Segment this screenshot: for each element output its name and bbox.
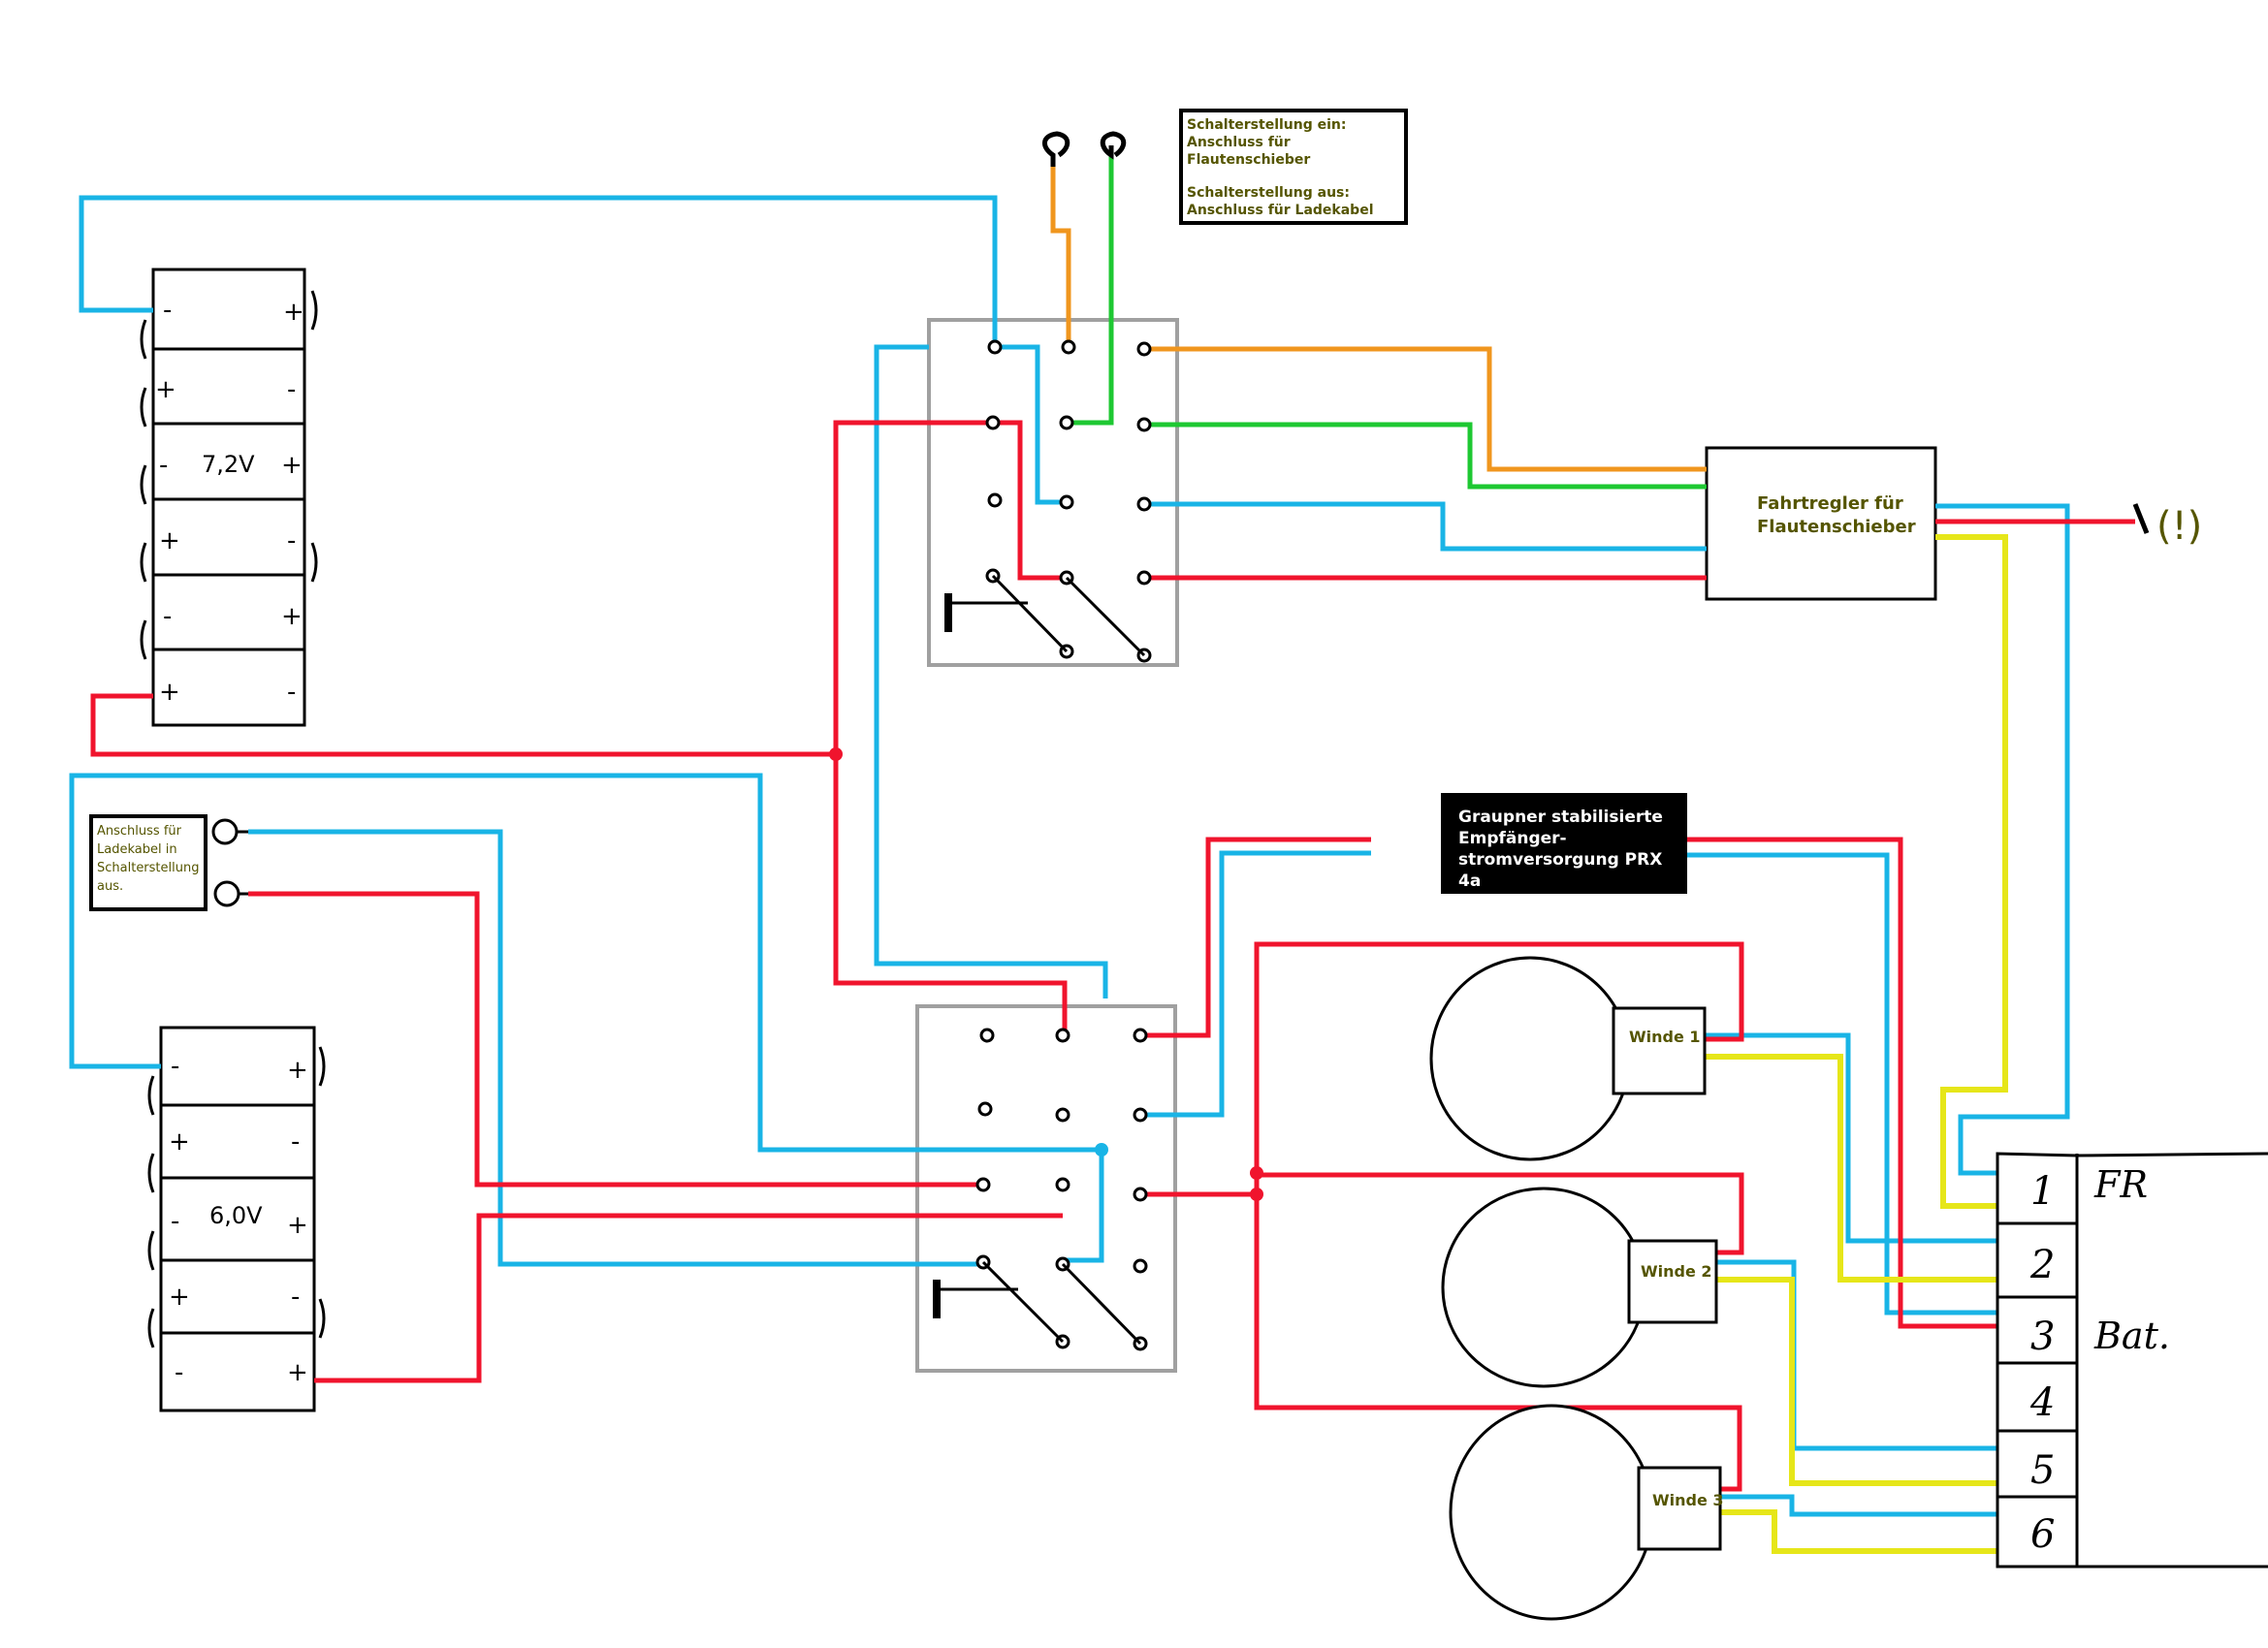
svg-text:+: + <box>169 1283 190 1312</box>
main-switch-top <box>927 318 1179 667</box>
svg-text:+: + <box>281 602 303 631</box>
battery-7v2-polarity: - + + - - + + - - + + - <box>155 296 304 707</box>
receiver-channel-1: 1 <box>2030 1169 2056 1214</box>
svg-text:-: - <box>291 1283 300 1312</box>
charge-note-line4: aus. <box>97 879 124 894</box>
switch-top-lever <box>944 574 1146 657</box>
svg-text:-: - <box>171 1052 179 1081</box>
wires-orange <box>1050 167 1707 472</box>
svg-text:+: + <box>283 298 304 327</box>
wires-yellow <box>1703 534 2008 1554</box>
svg-text:+: + <box>159 678 180 707</box>
battery-pack-6v0 <box>147 1026 326 1412</box>
svg-text:-: - <box>163 602 172 631</box>
svg-text:-: - <box>171 1207 179 1236</box>
esc-label-line1: Fahrtregler für <box>1757 493 1903 514</box>
power-supply-line3: stromversorgung PRX 4a <box>1458 850 1663 891</box>
receiver-channel-5: 5 <box>2030 1448 2056 1493</box>
esc-box <box>1705 446 1937 601</box>
winch-1 <box>1429 956 1707 1161</box>
note-on-text: Anschluss für Flautenschieber <box>1187 135 1311 168</box>
receiver-channel-2: 2 <box>2030 1243 2056 1287</box>
power-supply-line1: Graupner stabilisierte <box>1458 808 1663 827</box>
winch-2 <box>1441 1187 1718 1388</box>
note-off-title: Schalterstellung aus: <box>1187 185 1350 201</box>
receiver-channel-4: 4 <box>2030 1380 2056 1425</box>
esc-label-line2: Flautenschieber <box>1757 517 1916 537</box>
winch-2-label: Winde 2 <box>1641 1262 1712 1281</box>
svg-text:-: - <box>163 296 172 325</box>
charge-note: Anschluss für Ladekabel in Schalterstell… <box>89 814 208 911</box>
wires-red <box>90 420 2135 1492</box>
svg-text:-: - <box>287 526 296 555</box>
main-switch-bottom <box>915 1004 1177 1373</box>
note-on-title: Schalterstellung ein: <box>1187 117 1347 133</box>
battery-6v0-polarity: - + + - - + + - - + <box>169 1052 308 1387</box>
receiver-label-bat: Bat. <box>2094 1315 2170 1357</box>
battery-pack-7v2 <box>140 268 318 727</box>
switch-top-terminals <box>985 339 1152 663</box>
power-supply-box: Graupner stabilisierte Empfänger- stromv… <box>1441 793 1687 894</box>
svg-text:+: + <box>287 1358 308 1387</box>
battery-7v2-label: 7,2V <box>202 451 255 478</box>
svg-text:+: + <box>169 1127 190 1157</box>
junction-dots <box>829 747 1263 1201</box>
receiver-channel-3: 3 <box>2030 1315 2056 1359</box>
svg-text:-: - <box>159 451 168 480</box>
battery-pack-6v0-body <box>159 1026 316 1412</box>
switch-bottom-lever <box>933 1260 1142 1346</box>
svg-text:-: - <box>287 678 296 707</box>
svg-text:-: - <box>175 1358 183 1387</box>
esc-label: Fahrtregler für Flautenschieber <box>1757 492 1916 539</box>
charge-note-line2: Ladekabel in <box>97 842 177 857</box>
svg-text:+: + <box>287 1211 308 1240</box>
receiver <box>1996 1152 2268 1569</box>
wires-blue <box>69 195 2070 1517</box>
charge-hook-left <box>211 818 248 907</box>
svg-text:+: + <box>159 526 180 555</box>
switch-position-note: Schalterstellung ein: Anschluss für Flau… <box>1179 109 1408 225</box>
svg-text:+: + <box>281 451 303 480</box>
wires-green <box>1067 145 1707 490</box>
charge-note-line3: Schalterstellung <box>97 861 200 875</box>
battery-pack-7v2-body <box>151 268 306 727</box>
note-off-text: Anschluss für Ladekabel <box>1187 203 1374 218</box>
switch-bottom-terminals <box>975 1028 1148 1351</box>
receiver-channel-6: 6 <box>2030 1512 2056 1557</box>
svg-text:+: + <box>155 375 176 404</box>
battery-6v0-label: 6,0V <box>209 1202 263 1229</box>
svg-text:-: - <box>287 375 296 404</box>
charge-note-line1: Anschluss für <box>97 824 181 839</box>
winch-3-label: Winde 3 <box>1652 1491 1724 1509</box>
charge-hook-top <box>1042 131 1127 167</box>
warning-stroke <box>2132 503 2150 534</box>
winch-3 <box>1449 1404 1722 1621</box>
winch-1-label: Winde 1 <box>1629 1028 1701 1046</box>
power-supply-line2: Empfänger- <box>1458 829 1567 848</box>
svg-text:+: + <box>287 1056 308 1085</box>
warning-label: (!) <box>2156 504 2203 549</box>
svg-text:-: - <box>291 1127 300 1157</box>
receiver-label-fr: FR <box>2094 1163 2148 1206</box>
